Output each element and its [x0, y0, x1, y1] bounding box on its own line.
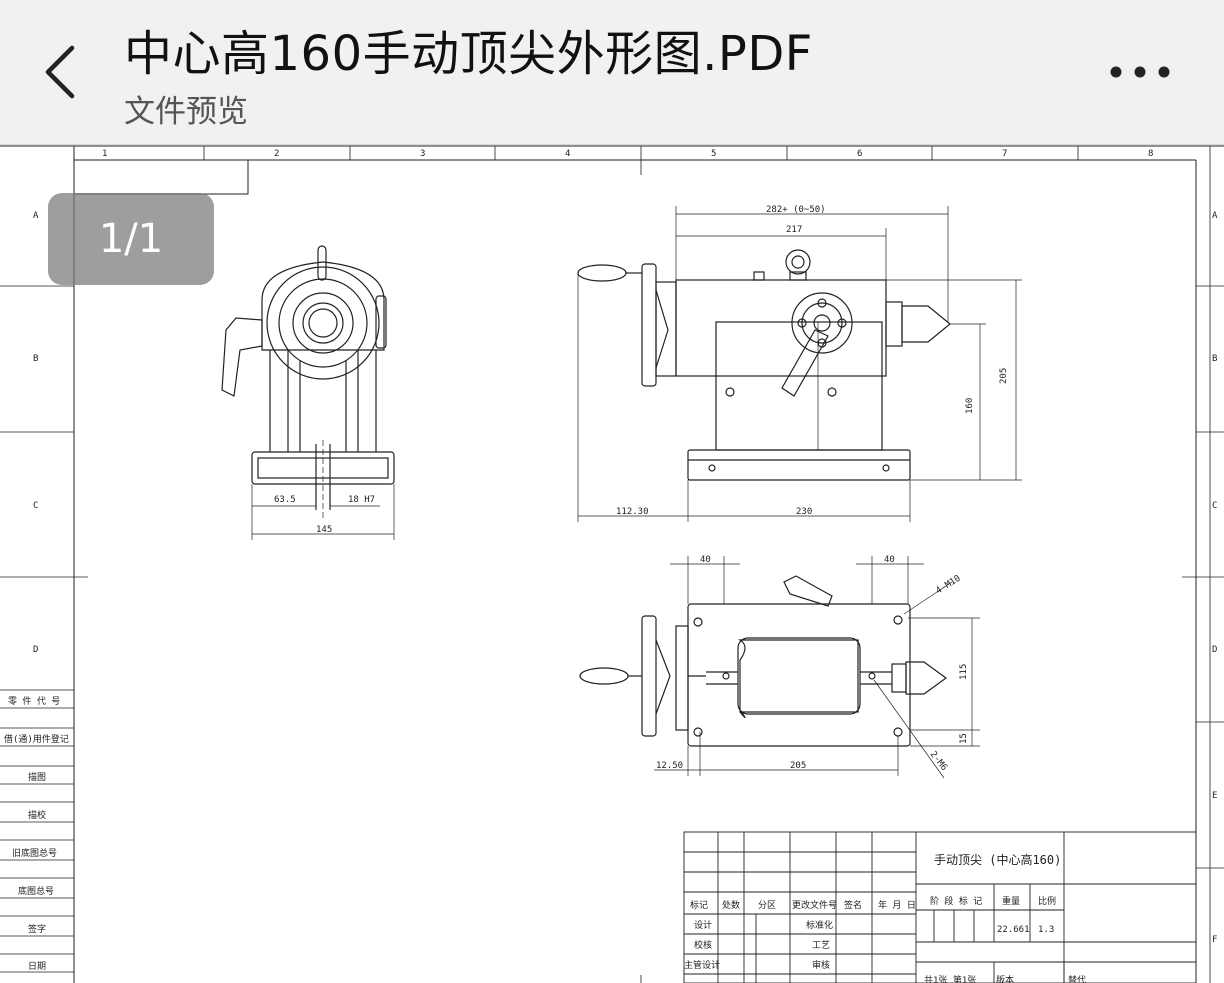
tb-header-change: 更改文件号	[792, 899, 837, 911]
top-view	[579, 556, 980, 779]
side-label-trace-check: 描校	[28, 809, 46, 821]
dim-12-50: 12.50	[656, 761, 683, 771]
tb-role-process: 工艺	[812, 940, 830, 951]
side-label-base: 底图总号	[18, 885, 54, 897]
column-label-3: 3	[420, 149, 425, 159]
dim-115: 115	[959, 664, 969, 680]
more-horizontal-icon	[1110, 66, 1170, 78]
tb-header-count: 处数	[722, 899, 740, 911]
column-label-1: 1	[102, 149, 107, 159]
tb-header-mark: 标记	[690, 899, 708, 911]
page-indicator: 1/1	[48, 193, 214, 285]
row-label-b-right: B	[1212, 354, 1217, 364]
side-label-date: 日期	[28, 961, 46, 972]
row-label-a-right: A	[1212, 211, 1218, 221]
tb-weight-label: 重量	[1002, 895, 1020, 907]
side-label-borrow: 借(通)用件登记	[4, 733, 69, 745]
dim-63-5: 63.5	[274, 495, 296, 505]
dim-217: 217	[786, 225, 802, 235]
row-label-d-right: D	[1212, 645, 1217, 655]
tb-header-date: 年 月 日	[878, 899, 916, 911]
dim-230: 230	[796, 507, 812, 517]
side-label-old-base: 旧底图总号	[12, 847, 57, 859]
cad-drawing: 1 2 3 4 5 6 7 8 A B C D A B C D E F	[0, 145, 1224, 983]
dim-40-left: 40	[700, 555, 711, 565]
title-block-name: 手动顶尖 (中心高160)	[934, 852, 1061, 867]
pdf-preview[interactable]: 1 2 3 4 5 6 7 8 A B C D A B C D E F	[0, 145, 1224, 983]
row-label-f-right: F	[1212, 935, 1217, 945]
side-label-part-code: 零 件 代 号	[8, 695, 60, 707]
side-view	[577, 206, 1022, 522]
row-label-d: D	[33, 645, 38, 655]
tb-scale: 1.3	[1038, 925, 1054, 935]
file-subtitle: 文件预览	[124, 94, 248, 130]
row-label-a: A	[33, 211, 39, 221]
side-label-sign: 签字	[28, 923, 46, 935]
column-label-8: 8	[1148, 149, 1153, 159]
column-label-2: 2	[274, 149, 279, 159]
front-view	[221, 245, 395, 540]
tb-unit: 替代	[1068, 974, 1086, 983]
column-label-6: 6	[857, 149, 862, 159]
dim-205-top: 205	[790, 761, 806, 771]
tb-stage: 阶 段 标 记	[930, 895, 982, 907]
chevron-left-icon	[45, 45, 75, 99]
dim-205-side: 205	[999, 368, 1009, 384]
tb-version: 版本	[996, 974, 1014, 983]
dim-282: 282+ (0~50)	[766, 205, 826, 215]
dim-40-right: 40	[884, 555, 895, 565]
column-label-7: 7	[1002, 149, 1007, 159]
file-title: 中心高160手动顶尖外形图.PDF	[124, 26, 813, 82]
dim-112-30: 112.30	[616, 507, 649, 517]
dim-160: 160	[965, 398, 975, 414]
dim-145: 145	[316, 525, 332, 535]
tb-header-sign: 签名	[844, 899, 862, 911]
title-block	[683, 831, 1197, 983]
column-label-4: 4	[565, 149, 570, 159]
dim-4m10: 4-M10	[934, 574, 962, 597]
back-button[interactable]	[30, 40, 90, 104]
tb-weight: 22.661	[997, 925, 1030, 935]
top-app-bar: 中心高160手动顶尖外形图.PDF 文件预览	[0, 0, 1224, 145]
tb-role-design: 设计	[694, 919, 712, 931]
tb-role-lead: 主管设计	[684, 959, 720, 971]
tb-role-check: 校核	[694, 939, 712, 951]
tb-header-zone: 分区	[758, 900, 776, 911]
column-label-5: 5	[711, 149, 716, 159]
row-label-e-right: E	[1212, 791, 1217, 801]
row-label-c-right: C	[1212, 501, 1217, 511]
tb-role-standard: 标准化	[806, 919, 833, 931]
row-label-b: B	[33, 354, 38, 364]
tb-role-review: 审核	[812, 959, 830, 971]
dim-18h7: 18 H7	[348, 495, 375, 505]
side-label-trace: 描图	[28, 771, 46, 783]
row-label-c: C	[33, 501, 38, 511]
more-options-button[interactable]	[1098, 48, 1182, 96]
tb-sheets: 共1张 第1张	[924, 974, 976, 983]
tb-scale-label: 比例	[1038, 895, 1056, 907]
dim-15: 15	[959, 733, 969, 744]
